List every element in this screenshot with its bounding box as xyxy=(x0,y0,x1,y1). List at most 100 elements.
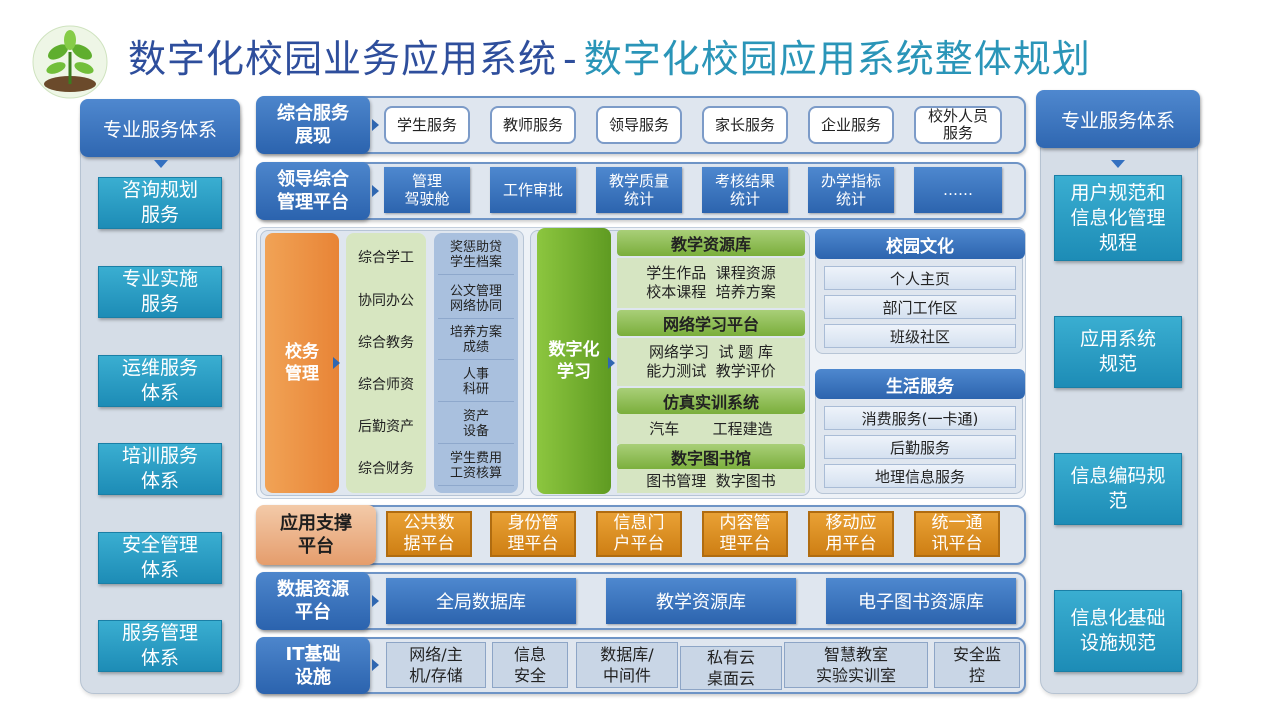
service-display-item[interactable]: 校外人员服务 xyxy=(914,106,1002,144)
left-service-item[interactable]: 专业实施服务 xyxy=(98,266,222,318)
right-service-item[interactable]: 信息编码规范 xyxy=(1054,453,1182,525)
affairs-detail-item-line2: 学生档案 xyxy=(449,254,502,270)
right-service-item[interactable]: 应用系统规范 xyxy=(1054,316,1182,388)
service-display-item-line1: 学生服务 xyxy=(396,115,457,134)
support-platform-item[interactable]: 信息门户平台 xyxy=(596,511,682,557)
left-service-item-line1: 安全管理 xyxy=(121,534,198,556)
digital-section-body[interactable]: 汽车 工程建造 xyxy=(617,414,805,444)
affairs-detail-item[interactable]: 公文管理网络协同 xyxy=(438,279,514,319)
support-platform-item-line2: 户平台 xyxy=(613,534,665,554)
culture-item[interactable]: 个人主页 xyxy=(824,266,1016,290)
service-display-item[interactable]: 领导服务 xyxy=(596,106,682,144)
service-display-item-line1: 家长服务 xyxy=(714,115,775,134)
support-platform-item[interactable]: 身份管理平台 xyxy=(490,511,576,557)
left-service-item[interactable]: 培训服务体系 xyxy=(98,443,222,495)
digital-section-body-line2: 校本课程 培养方案 xyxy=(646,283,776,301)
service-display-item[interactable]: 教师服务 xyxy=(490,106,576,144)
culture-title-text: 校园文化 xyxy=(886,236,954,257)
digital-section-title[interactable]: 网络学习平台 xyxy=(617,310,805,336)
digital-section-body-line1: 网络学习 试 题 库 xyxy=(648,343,774,361)
affairs-label-line2: 管理 xyxy=(285,364,319,384)
digital-section-body-line1: 图书管理 数字图书 xyxy=(646,471,776,490)
digital-section-title[interactable]: 教学资源库 xyxy=(617,230,805,256)
life-title: 生活服务 xyxy=(815,369,1025,399)
digital-section-body[interactable]: 网络学习 试 题 库能力测试 教学评价 xyxy=(617,338,805,386)
affairs-detail-item[interactable]: 人事科研 xyxy=(438,362,514,402)
digital-section-body[interactable]: 学生作品 课程资源校本课程 培养方案 xyxy=(617,258,805,308)
service-display-item[interactable]: 家长服务 xyxy=(702,106,788,144)
affairs-detail-item[interactable]: 学生费用工资核算 xyxy=(438,446,514,486)
row1-label: 综合服务 展现 xyxy=(256,96,370,154)
title-separator: - xyxy=(563,37,578,81)
left-service-item[interactable]: 咨询规划服务 xyxy=(98,177,222,229)
left-service-item[interactable]: 安全管理体系 xyxy=(98,532,222,584)
life-item[interactable]: 消费服务(一卡通) xyxy=(824,406,1016,430)
affairs-list-item[interactable]: 协同办公 xyxy=(346,288,426,312)
left-service-item[interactable]: 运维服务体系 xyxy=(98,355,222,407)
affairs-list-item[interactable]: 综合教务 xyxy=(346,330,426,354)
right-service-item-line2: 范 xyxy=(1108,490,1128,512)
support-platform-item[interactable]: 公共数据平台 xyxy=(386,511,472,557)
digital-arrow-icon xyxy=(608,357,615,369)
digital-section-title[interactable]: 仿真实训系统 xyxy=(617,388,805,414)
digital-section-title[interactable]: 数字图书馆 xyxy=(617,444,805,470)
left-service-item-line1: 培训服务 xyxy=(121,445,198,467)
support-platform-item-line1: 统一通 xyxy=(931,513,983,533)
infra-item[interactable]: 私有云桌面云 xyxy=(680,646,782,690)
leader-platform-item[interactable]: 工作审批 xyxy=(490,167,576,213)
affairs-detail-item-line1: 人事 xyxy=(462,366,489,382)
leader-platform-item[interactable]: 考核结果统计 xyxy=(702,167,788,213)
service-display-item[interactable]: 学生服务 xyxy=(384,106,470,144)
infra-item[interactable]: 网络/主机/存储 xyxy=(386,642,486,688)
data-resource-item[interactable]: 电子图书资源库 xyxy=(826,578,1016,624)
affairs-detail-item[interactable]: 资产设备 xyxy=(438,404,514,444)
right-service-item[interactable]: 用户规范和信息化管理规程 xyxy=(1054,175,1182,261)
life-item[interactable]: 地理信息服务 xyxy=(824,464,1016,488)
affairs-detail-item[interactable]: 培养方案成绩 xyxy=(438,320,514,360)
support-platform-item[interactable]: 内容管理平台 xyxy=(702,511,788,557)
leader-platform-item[interactable]: 教学质量统计 xyxy=(596,167,682,213)
culture-item[interactable]: 班级社区 xyxy=(824,324,1016,348)
life-item[interactable]: 后勤服务 xyxy=(824,435,1016,459)
infra-item[interactable]: 智慧教室实验实训室 xyxy=(784,642,928,688)
right-service-item-line1: 用户规范和 xyxy=(1070,181,1166,204)
affairs-list-item[interactable]: 综合学工 xyxy=(346,245,426,269)
right-service-item-line2: 信息化管理 xyxy=(1070,206,1166,229)
culture-item[interactable]: 部门工作区 xyxy=(824,295,1016,319)
affairs-list-item[interactable]: 综合师资 xyxy=(346,372,426,396)
infra-item[interactable]: 信息安全 xyxy=(492,642,568,688)
leader-platform-item[interactable]: 管理驾驶舱 xyxy=(384,167,470,213)
affairs-detail-item[interactable]: 奖惩助贷学生档案 xyxy=(438,235,514,275)
left-service-item-line1: 专业实施 xyxy=(121,268,198,290)
digital-label-line2: 学习 xyxy=(557,362,591,382)
affairs-list-item[interactable]: 综合财务 xyxy=(346,456,426,480)
infra-item[interactable]: 数据库/中间件 xyxy=(576,642,678,688)
support-platform-item[interactable]: 统一通讯平台 xyxy=(914,511,1000,557)
right-service-item-line2: 设施规范 xyxy=(1079,632,1156,654)
infra-item[interactable]: 安全监控 xyxy=(934,642,1020,688)
affairs-arrow-icon xyxy=(333,357,340,369)
right-down-arrow-icon xyxy=(1111,160,1125,168)
right-service-item-line2: 规范 xyxy=(1098,353,1137,375)
affairs-list-item[interactable]: 后勤资产 xyxy=(346,414,426,438)
affairs-detail-item-line1: 公文管理 xyxy=(449,283,502,299)
service-display-item[interactable]: 企业服务 xyxy=(808,106,894,144)
service-display-item-line1: 教师服务 xyxy=(502,115,563,134)
support-platform-item[interactable]: 移动应用平台 xyxy=(808,511,894,557)
row2-arrow-icon xyxy=(372,185,379,197)
right-service-item[interactable]: 信息化基础设施规范 xyxy=(1054,590,1182,672)
culture-item-line1: 部门工作区 xyxy=(882,298,958,317)
data-resource-item[interactable]: 全局数据库 xyxy=(386,578,576,624)
left-service-item-line2: 体系 xyxy=(140,647,179,669)
right-header: 专业服务体系 xyxy=(1036,90,1200,148)
support-platform-item-line2: 理平台 xyxy=(719,534,771,554)
data-resource-item[interactable]: 教学资源库 xyxy=(606,578,796,624)
row2-label: 领导综合 管理平台 xyxy=(256,162,370,220)
leader-platform-item[interactable]: …… xyxy=(914,167,1002,213)
left-service-item[interactable]: 服务管理体系 xyxy=(98,620,222,672)
leader-platform-item-line1: 办学指标 xyxy=(820,172,881,190)
leader-platform-item[interactable]: 办学指标统计 xyxy=(808,167,894,213)
digital-section-body[interactable]: 图书管理 数字图书 xyxy=(617,469,805,493)
affairs-detail-item-line1: 学生费用 xyxy=(449,450,502,466)
left-header: 专业服务体系 xyxy=(80,99,240,157)
